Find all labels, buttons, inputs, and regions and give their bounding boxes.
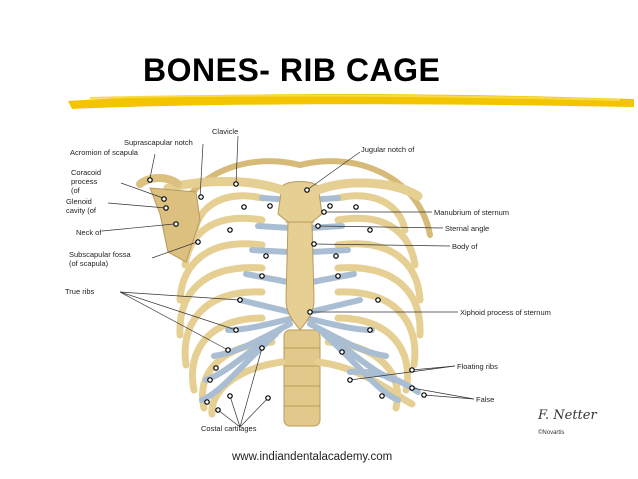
label-subscapular-1: Subscapular fossa: [69, 250, 131, 259]
label-body: Body of: [452, 242, 478, 251]
label-glenoid-1: Glenoid: [66, 197, 92, 206]
label-subscapular-2: (of scapula): [69, 259, 109, 268]
label-suprascapular-notch: Suprascapular notch: [124, 138, 193, 147]
slide-title: BONES- RIB CAGE: [143, 52, 441, 88]
footer-url: www.indiandentalacademy.com: [232, 451, 393, 463]
label-sternal-angle: Sternal angle: [445, 224, 490, 233]
label-xiphoid: Xiphoid process of sternum: [460, 308, 551, 317]
label-acromion: Acromion of scapula: [70, 148, 138, 157]
label-false: False: [476, 395, 495, 404]
artist-signature: F. Netter: [538, 408, 597, 423]
label-jugular-notch: Jugular notch of: [361, 145, 415, 154]
label-coracoid-3: (of: [71, 186, 80, 195]
label-floating-ribs: Floating ribs: [457, 362, 498, 371]
label-true-ribs: True ribs: [65, 287, 95, 296]
label-coracoid-2: process: [71, 177, 98, 186]
label-costal-cartilages: Costal cartilages: [201, 424, 257, 433]
label-neck: Neck of: [76, 228, 102, 237]
label-manubrium: Manubrium of sternum: [434, 208, 510, 217]
label-glenoid-2: cavity (of: [66, 206, 97, 215]
label-clavicle: Clavicle: [212, 127, 239, 136]
copyright-text: ©Novartis: [538, 430, 565, 436]
label-coracoid-1: Coracoid: [71, 168, 102, 177]
